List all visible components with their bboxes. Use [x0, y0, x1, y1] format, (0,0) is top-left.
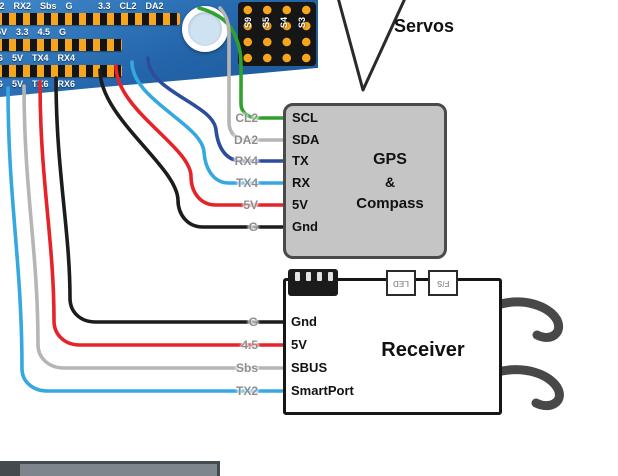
pcb-pad-label: RX2: [13, 1, 32, 11]
pcb-pad-label: G: [0, 54, 3, 63]
fc-pad-5v: 5V: [243, 198, 258, 212]
pin-header-strip: [0, 13, 180, 25]
pin-header-strip: [0, 39, 122, 51]
connector-pin: [328, 272, 333, 281]
pcb-pad-label: G: [59, 27, 67, 37]
pcb-pad-label: Sbs: [40, 1, 57, 11]
receiver-tab-label: F/S: [436, 279, 450, 288]
pcb-pad-labels-row: G 5V TX4 RX4: [0, 54, 75, 63]
receiver-pin-5v: 5V: [291, 337, 307, 352]
flight-controller-board: TX2 RX2 Sbs G 3.3 CL2 DA2 5V 3.3 4.5 G G…: [0, 0, 318, 97]
receiver-connector: [288, 269, 338, 296]
pcb-pad-label: TX2: [0, 1, 5, 11]
fc-pad-sbs: Sbs: [235, 361, 258, 375]
gps-title-line: Compass: [356, 195, 424, 212]
wire-g-gnd-gps: [98, 68, 288, 229]
wire-tx2-smartport: [6, 86, 288, 393]
pcb-pad-label: RX4: [57, 53, 76, 63]
receiver-tab-fs: F/S: [428, 270, 458, 296]
receiver-title: Receiver: [381, 339, 465, 361]
pcb-pad-label: CL2: [119, 1, 137, 11]
gps-pin-rx: RX: [292, 175, 311, 190]
gps-title-line: GPS: [373, 151, 407, 168]
fc-pad-g: G: [248, 220, 258, 234]
bottom-module-corner: [0, 464, 20, 476]
pcb-pad-label: 5V: [12, 53, 24, 63]
receiver-pin-smartport: SmartPort: [291, 383, 354, 398]
gps-pin-5v: 5V: [292, 197, 308, 212]
pin-header-strip: [0, 65, 122, 77]
pcb-pad-label: 3.3: [16, 27, 29, 37]
fc-pad-cl2: CL2: [235, 111, 258, 125]
pcb-pad-label: DA2: [145, 1, 164, 11]
pcb-pad-label: G: [0, 80, 3, 89]
wire-45-5v-receiver: [38, 80, 288, 347]
fc-pad-rx4: RX4: [234, 154, 258, 168]
pcb-pad-label: TX4: [32, 53, 49, 63]
pcb-pad-label: 3.3: [98, 1, 111, 11]
wire-tx4-rx: [130, 60, 288, 185]
connector-pin: [306, 272, 311, 281]
gps-module-title: GPS & Compass: [342, 149, 438, 215]
gps-pin-sda: SDA: [292, 132, 320, 147]
pcb-pad-label: 4.5: [37, 27, 51, 37]
pcb-pad-labels-row: 3.3 CL2 DA2: [98, 2, 164, 11]
pcb-pad-label: 5V: [0, 27, 8, 37]
gps-pin-scl: SCL: [292, 110, 318, 125]
gps-title-line: &: [384, 174, 396, 190]
fc-pad-da2: DA2: [233, 133, 258, 147]
servos-arrow-icon: [337, 0, 406, 92]
fc-pad-tx2: TX2: [235, 384, 258, 398]
connector-pin: [295, 272, 300, 281]
receiver-pin-gnd: Gnd: [291, 314, 317, 329]
receiver-pin-sbus: SBUS: [291, 360, 328, 375]
wire-5v-gps: [114, 64, 288, 207]
barometer-icon: [182, 6, 228, 52]
fc-pad-tx4: TX4: [235, 176, 258, 190]
pcb-pad-labels-row: TX2 RX2 Sbs G: [0, 2, 73, 11]
wire-sbs-sbus: [22, 84, 288, 370]
fc-pad-45: 4.5: [241, 338, 258, 352]
wire-cl2-scl: [197, 6, 288, 120]
fc-pad-g2: G: [248, 315, 258, 329]
receiver-tab-led: LED: [386, 270, 416, 296]
wire-da2-sda: [218, 6, 288, 142]
pcb-pad-label: G: [65, 1, 73, 11]
servos-arrow-layer: [337, 0, 406, 92]
servos-label: Servos: [394, 16, 455, 36]
wire-g-gnd-receiver: [54, 76, 288, 324]
gps-module-box: [283, 103, 447, 259]
connector-pin: [317, 272, 322, 281]
gps-pin-tx: TX: [292, 153, 309, 168]
pcb-pad-labels-row: 5V 3.3 4.5 G: [0, 28, 66, 37]
receiver-box: LED F/S: [283, 269, 502, 415]
wire-rx4-tx: [146, 56, 288, 163]
pcb-pad-label: RX6: [57, 79, 76, 89]
gps-pin-gnd: Gnd: [292, 219, 318, 234]
pcb-pad-label: 5V: [12, 79, 24, 89]
antenna-icon: [492, 297, 563, 342]
servo-pin-grid: [238, 2, 316, 66]
antenna-icon: [492, 365, 564, 411]
bottom-module-edge: [0, 461, 220, 476]
receiver-tab-label: LED: [393, 279, 409, 288]
